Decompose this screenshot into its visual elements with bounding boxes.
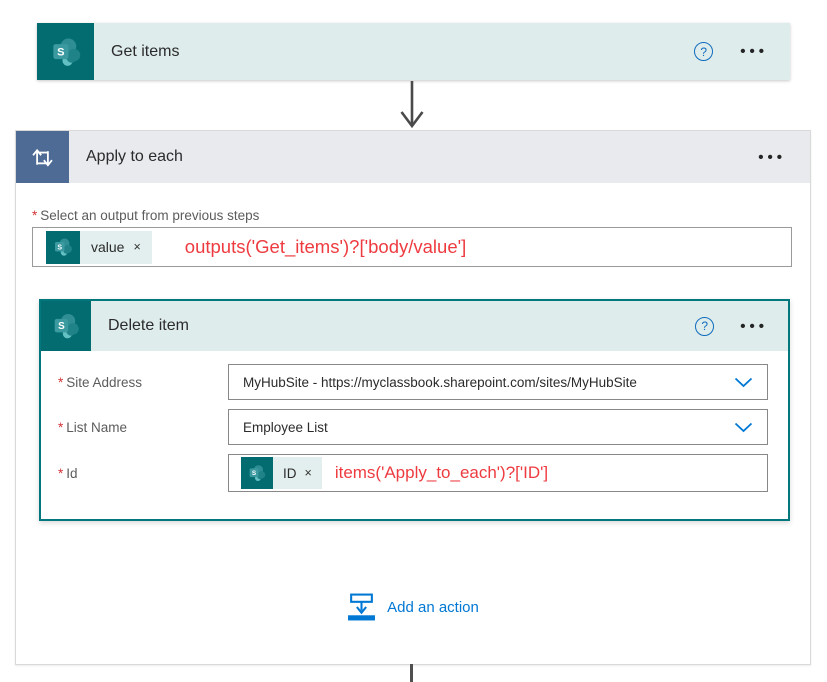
required-marker: * [58,419,64,435]
connector-arrow-icon [400,81,424,129]
add-action-label: Add an action [387,598,479,616]
apply-to-each-scope: Apply to each ••• *Select an output from… [15,130,811,665]
ellipsis-menu-icon[interactable]: ••• [740,43,768,60]
sharepoint-icon [37,23,94,80]
connector-line [410,664,413,682]
id-label: *Id [58,465,78,481]
required-marker: * [32,208,38,223]
remove-token-icon[interactable]: × [304,466,312,480]
id-expression: items('Apply_to_each')?['ID'] [334,463,549,482]
sharepoint-icon [41,301,91,351]
required-marker: * [58,465,64,481]
output-expression: outputs('Get_items')?['body/value'] [184,236,467,257]
value-token[interactable]: value × [46,230,152,264]
site-address-value: MyHubSite - https://myclassbook.sharepoi… [243,374,637,390]
apply-to-each-header[interactable]: Apply to each ••• [16,131,810,183]
token-label: value [91,239,125,255]
output-field-label: *Select an output from previous steps [32,208,260,223]
id-token[interactable]: ID × [241,457,322,489]
required-marker: * [58,374,64,390]
site-address-select[interactable]: MyHubSite - https://myclassbook.sharepoi… [228,364,768,400]
ellipsis-menu-icon[interactable]: ••• [758,148,786,166]
apply-to-each-loop-icon [16,131,69,183]
sharepoint-icon [46,230,80,264]
add-action-button[interactable]: Add an action [16,593,810,621]
site-address-row: *Site Address MyHubSite - https://myclas… [58,364,768,400]
delete-item-header[interactable]: Delete item ? ••• [41,301,788,351]
sharepoint-icon [241,457,273,489]
action-title: Delete item [108,317,189,334]
action-card-delete-item: Delete item ? ••• *Site Address MyHubSit… [39,299,790,521]
token-label: ID [283,465,297,481]
chevron-down-icon [734,377,753,387]
help-icon[interactable]: ? [695,316,715,336]
site-address-label: *Site Address [58,374,143,390]
ellipsis-menu-icon[interactable]: ••• [740,317,768,335]
remove-token-icon[interactable]: × [133,240,141,254]
list-name-value: Employee List [243,419,328,435]
chevron-down-icon [734,422,753,432]
list-name-row: *List Name Employee List [58,409,768,445]
list-name-select[interactable]: Employee List [228,409,768,445]
id-row: *Id ID × items('Apply_to_each')?['ID'] [58,454,768,492]
action-title: Get items [111,42,180,60]
add-action-icon [348,593,376,621]
action-card-get-items[interactable]: Get items ? ••• [37,23,790,80]
scope-title: Apply to each [86,148,183,165]
id-input[interactable]: ID × items('Apply_to_each')?['ID'] [228,454,768,492]
list-name-label: *List Name [58,419,128,435]
help-icon[interactable]: ? [694,42,714,61]
output-input[interactable]: value × outputs('Get_items')?['body/valu… [32,227,792,267]
